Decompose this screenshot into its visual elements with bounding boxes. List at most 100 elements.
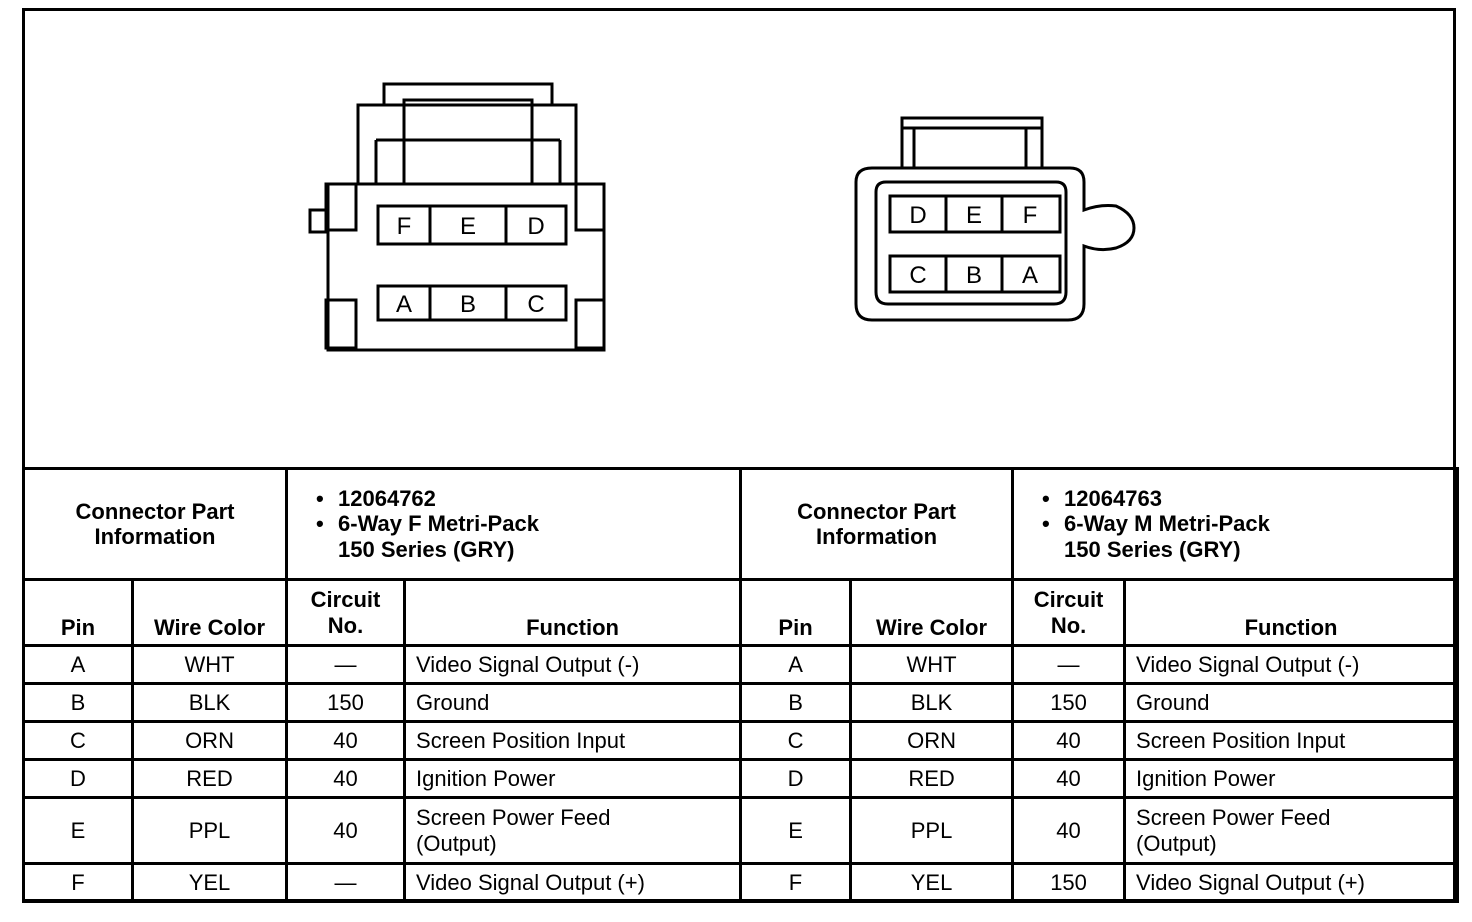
circuit-cell: —: [285, 862, 407, 903]
wire-color-cell: ORN: [130, 720, 289, 761]
function-text: Ground: [1136, 689, 1210, 715]
function-text: Ignition Power: [1136, 765, 1276, 791]
male-bottom-pin-row: [888, 254, 1062, 294]
connector-part-info-label: Connector Part Information: [21, 467, 289, 581]
pin-cell: E: [739, 796, 853, 865]
female-connector-drawing: [308, 82, 606, 352]
function-text: (Output): [1136, 830, 1217, 856]
pin-cell: D: [739, 758, 853, 799]
pin-cell: C: [739, 720, 853, 761]
wire-color-cell: WHT: [849, 644, 1015, 685]
function-text: Screen Position Input: [416, 727, 626, 753]
function-column-header: Function: [1123, 578, 1460, 647]
male-pin-label: E: [966, 202, 982, 229]
circuit-cell: 40: [1011, 796, 1127, 865]
function-cell: Ground: [1123, 682, 1460, 723]
pin-cell: F: [22, 862, 134, 903]
circuit-cell: 40: [285, 720, 407, 761]
function-text: Screen Position Input: [1136, 727, 1346, 753]
pin-cell: D: [22, 758, 134, 799]
circuit-cell: 150: [1011, 682, 1127, 723]
circuit-cell: 40: [285, 796, 407, 865]
female-pin-label: B: [460, 291, 476, 318]
function-cell: Ground: [403, 682, 743, 723]
function-column-header: Function: [403, 578, 743, 647]
wire-color-cell: BLK: [130, 682, 289, 723]
part-series: 150 Series (GRY): [338, 536, 515, 562]
pin-cell: A: [22, 644, 134, 685]
wire-color-cell: PPL: [130, 796, 289, 865]
function-cell: Screen Power Feed(Output): [403, 796, 743, 865]
female-pin-label: D: [527, 213, 544, 240]
pin-cell: A: [739, 644, 853, 685]
function-cell: Screen Power Feed(Output): [1123, 796, 1460, 865]
female-pin-label: A: [396, 291, 412, 318]
connector-illustrations: F E D A B C D E F C B A: [308, 82, 1136, 352]
function-cell: Video Signal Output (+): [403, 862, 743, 903]
connector-part-details: •12064763 •6-Way M Metri-Pack 150 Series…: [1011, 467, 1460, 581]
male-pin-label: D: [909, 202, 926, 229]
part-info-row: Connector Part Information •12064762 •6-…: [21, 467, 1460, 581]
wire-color-cell: WHT: [130, 644, 289, 685]
part-series: 150 Series (GRY): [1064, 536, 1241, 562]
function-cell: Video Signal Output (-): [403, 644, 743, 685]
male-pin-label: B: [966, 262, 982, 289]
female-top-pin-row: [376, 204, 568, 246]
male-pin-label: C: [909, 262, 926, 289]
wire-color-cell: RED: [130, 758, 289, 799]
function-text: Screen Power Feed: [416, 805, 611, 831]
connector-part-details: •12064762 •6-Way F Metri-Pack 150 Series…: [285, 467, 743, 581]
wire-color-cell: YEL: [130, 862, 289, 903]
pin-cell: C: [22, 720, 134, 761]
function-cell: Video Signal Output (+): [1123, 862, 1460, 903]
circuit-cell: 150: [1011, 862, 1127, 903]
function-text: (Output): [416, 830, 497, 856]
female-pin-labels: F E D A B C: [396, 213, 545, 318]
function-cell: Video Signal Output (-): [1123, 644, 1460, 685]
function-text: Ignition Power: [416, 765, 556, 791]
wire-color-cell: BLK: [849, 682, 1015, 723]
connector-pinout-table: Connector Part Information •12064762 •6-…: [21, 467, 1460, 903]
function-text: Ground: [416, 689, 490, 715]
wire-color-column-header: Wire Color: [849, 578, 1015, 647]
pin-cell: B: [22, 682, 134, 723]
male-top-pin-row: [888, 194, 1062, 234]
female-connector-latch-housing: [356, 103, 578, 186]
circuit-cell: 40: [1011, 758, 1127, 799]
pin-cell: B: [739, 682, 853, 723]
pin-column-header: Pin: [739, 578, 853, 647]
function-cell: Ignition Power: [403, 758, 743, 799]
female-connector-latch-top: [382, 82, 554, 107]
wire-color-cell: ORN: [849, 720, 1015, 761]
pin-column-header: Pin: [22, 578, 134, 647]
male-connector-body: [854, 166, 1136, 322]
wire-color-cell: RED: [849, 758, 1015, 799]
part-number: 12064763: [1064, 486, 1162, 512]
wire-color-column-header: Wire Color: [130, 578, 289, 647]
function-cell: Screen Position Input: [403, 720, 743, 761]
pin-cell: F: [739, 862, 853, 903]
circuit-cell: —: [1011, 644, 1127, 685]
female-connector-latch-window: [402, 98, 534, 186]
female-connector-body: [326, 182, 606, 352]
part-number: 12064762: [338, 486, 436, 512]
function-text: Video Signal Output (+): [1136, 869, 1365, 895]
function-text: Screen Power Feed: [1136, 805, 1331, 831]
female-bottom-pin-row: [376, 284, 568, 322]
circuit-cell: 40: [1011, 720, 1127, 761]
function-cell: Ignition Power: [1123, 758, 1460, 799]
female-pin-label: F: [397, 213, 412, 240]
connector-part-info-label: Connector Part Information: [739, 467, 1015, 581]
function-text: Video Signal Output (-): [1136, 651, 1360, 677]
female-pin-label: E: [460, 213, 476, 240]
